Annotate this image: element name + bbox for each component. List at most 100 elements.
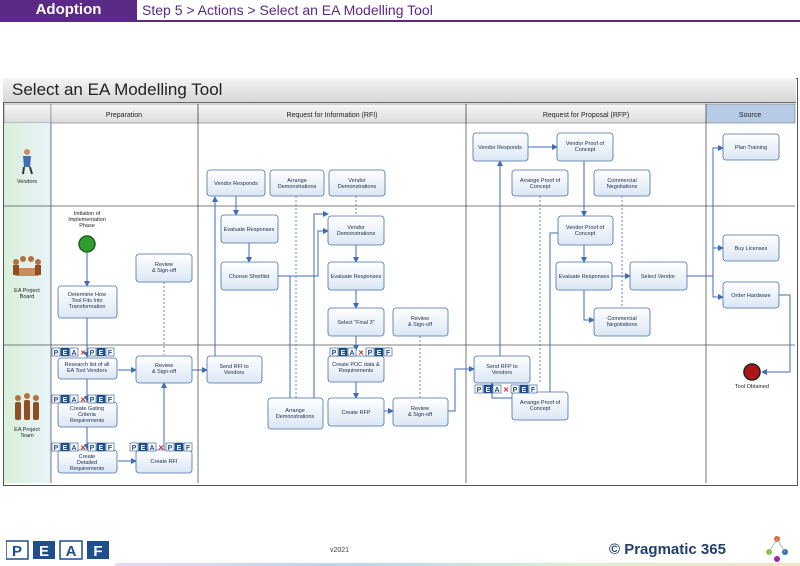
activity-plan-training <box>722 133 780 161</box>
activity-arrange-poc-vendor <box>511 169 569 197</box>
label-review-board: Review& Sign-off <box>152 262 177 274</box>
svg-text:E: E <box>99 350 104 357</box>
header-rule <box>0 20 800 22</box>
svg-text:E: E <box>377 350 382 357</box>
svg-text:✕: ✕ <box>158 445 164 452</box>
svg-text:P: P <box>90 350 95 357</box>
svg-text:P: P <box>332 350 337 357</box>
activity-vendor-poc-vendor <box>556 132 614 162</box>
activity-order-hardware <box>722 281 780 309</box>
version-label: v2021 <box>330 547 350 554</box>
svg-text:P: P <box>90 397 95 404</box>
diagram-title-bar: Select an EA Modelling Tool <box>3 78 796 103</box>
svg-text:E: E <box>141 445 146 452</box>
activity-evaluate-responses-rfi <box>220 214 279 244</box>
activity-commercial-negotiations-board <box>593 307 651 337</box>
activity-arrange-poc-team <box>511 391 569 421</box>
svg-text:✕: ✕ <box>503 387 509 394</box>
peaf-logo: P E A F <box>6 540 109 560</box>
activity-vendor-responds-rfp <box>472 132 529 162</box>
activity-gating-criteria <box>57 401 118 428</box>
label-evaluate-1: Evaluate Responses <box>224 227 275 233</box>
activity-buy-licenses <box>722 234 780 262</box>
logo-letter-a: A <box>66 543 77 560</box>
activity-arrange-demos-vendor <box>269 169 325 197</box>
activity-detailed-requirements <box>57 449 118 474</box>
activity-select-final-3 <box>327 307 385 337</box>
svg-text:E: E <box>486 387 491 394</box>
activity-create-rfp <box>327 397 385 427</box>
svg-text:P: P <box>54 445 59 452</box>
activity-review-rfp <box>392 397 449 427</box>
label-create-rfi: Create RFI <box>151 459 178 465</box>
svg-text:P: P <box>477 387 482 394</box>
team-people-icon <box>15 393 39 420</box>
svg-text:A: A <box>71 445 76 452</box>
activity-evaluate-responses-rfp <box>555 261 613 291</box>
lane-label-column <box>4 123 51 483</box>
svg-text:A: A <box>494 387 499 394</box>
label-evaluate-3: Evaluate Responses <box>559 274 610 280</box>
activity-vendor-demos-vendor <box>328 169 386 197</box>
label-buy-licenses: Buy Licenses <box>735 246 768 252</box>
end-event <box>743 363 761 381</box>
svg-text:P: P <box>513 387 518 394</box>
svg-text:F: F <box>186 445 191 452</box>
brand-dots-icon <box>766 536 788 562</box>
label-select-final3: Select "Final 3" <box>337 320 374 326</box>
column-label-rfi: Request for Information (RFI) <box>286 112 377 119</box>
label-review-rfp: Review& Sign-off <box>408 406 433 418</box>
svg-text:P: P <box>90 445 95 452</box>
breadcrumb: Step 5 > Actions > Select an EA Modellin… <box>142 2 433 18</box>
activity-commercial-negotiations-vendor <box>593 169 651 197</box>
section-tag: Adoption <box>0 0 137 20</box>
activity-review-team <box>135 355 193 384</box>
activity-send-rfi <box>206 355 263 384</box>
activity-arrange-demos-team <box>267 397 324 430</box>
column-label-preparation: Preparation <box>106 112 142 119</box>
label-plan-training: Plan Training <box>735 145 767 151</box>
logo-letter-f: F <box>93 543 102 560</box>
svg-text:✕: ✕ <box>358 350 364 357</box>
column-label-rfp: Request for Proposal (RFP) <box>543 112 629 119</box>
diagram-title: Select an EA Modelling Tool <box>12 80 223 99</box>
activity-send-rfp <box>473 355 531 384</box>
end-label: Tool Obtained <box>735 384 769 390</box>
label-order-hardware: Order Hardware <box>731 293 770 299</box>
label-evaluate-2: Evaluate Responses <box>331 274 382 280</box>
svg-text:P: P <box>368 350 373 357</box>
activity-select-vendor <box>629 261 688 291</box>
label-vendor-responds-rfi: Vendor Responds <box>214 181 258 187</box>
activity-vendor-demos-board <box>327 215 385 246</box>
label-review-final3: Review& Sign-off <box>408 316 433 328</box>
brand-label: © Pragmatic 365 <box>609 541 726 558</box>
board-meeting-icon <box>13 256 41 276</box>
activity-create-rfi <box>135 449 193 474</box>
svg-text:P: P <box>54 350 59 357</box>
svg-text:A: A <box>349 350 354 357</box>
svg-text:E: E <box>522 387 527 394</box>
start-event <box>78 235 96 253</box>
activity-vendor-responds-rfi <box>206 169 266 197</box>
